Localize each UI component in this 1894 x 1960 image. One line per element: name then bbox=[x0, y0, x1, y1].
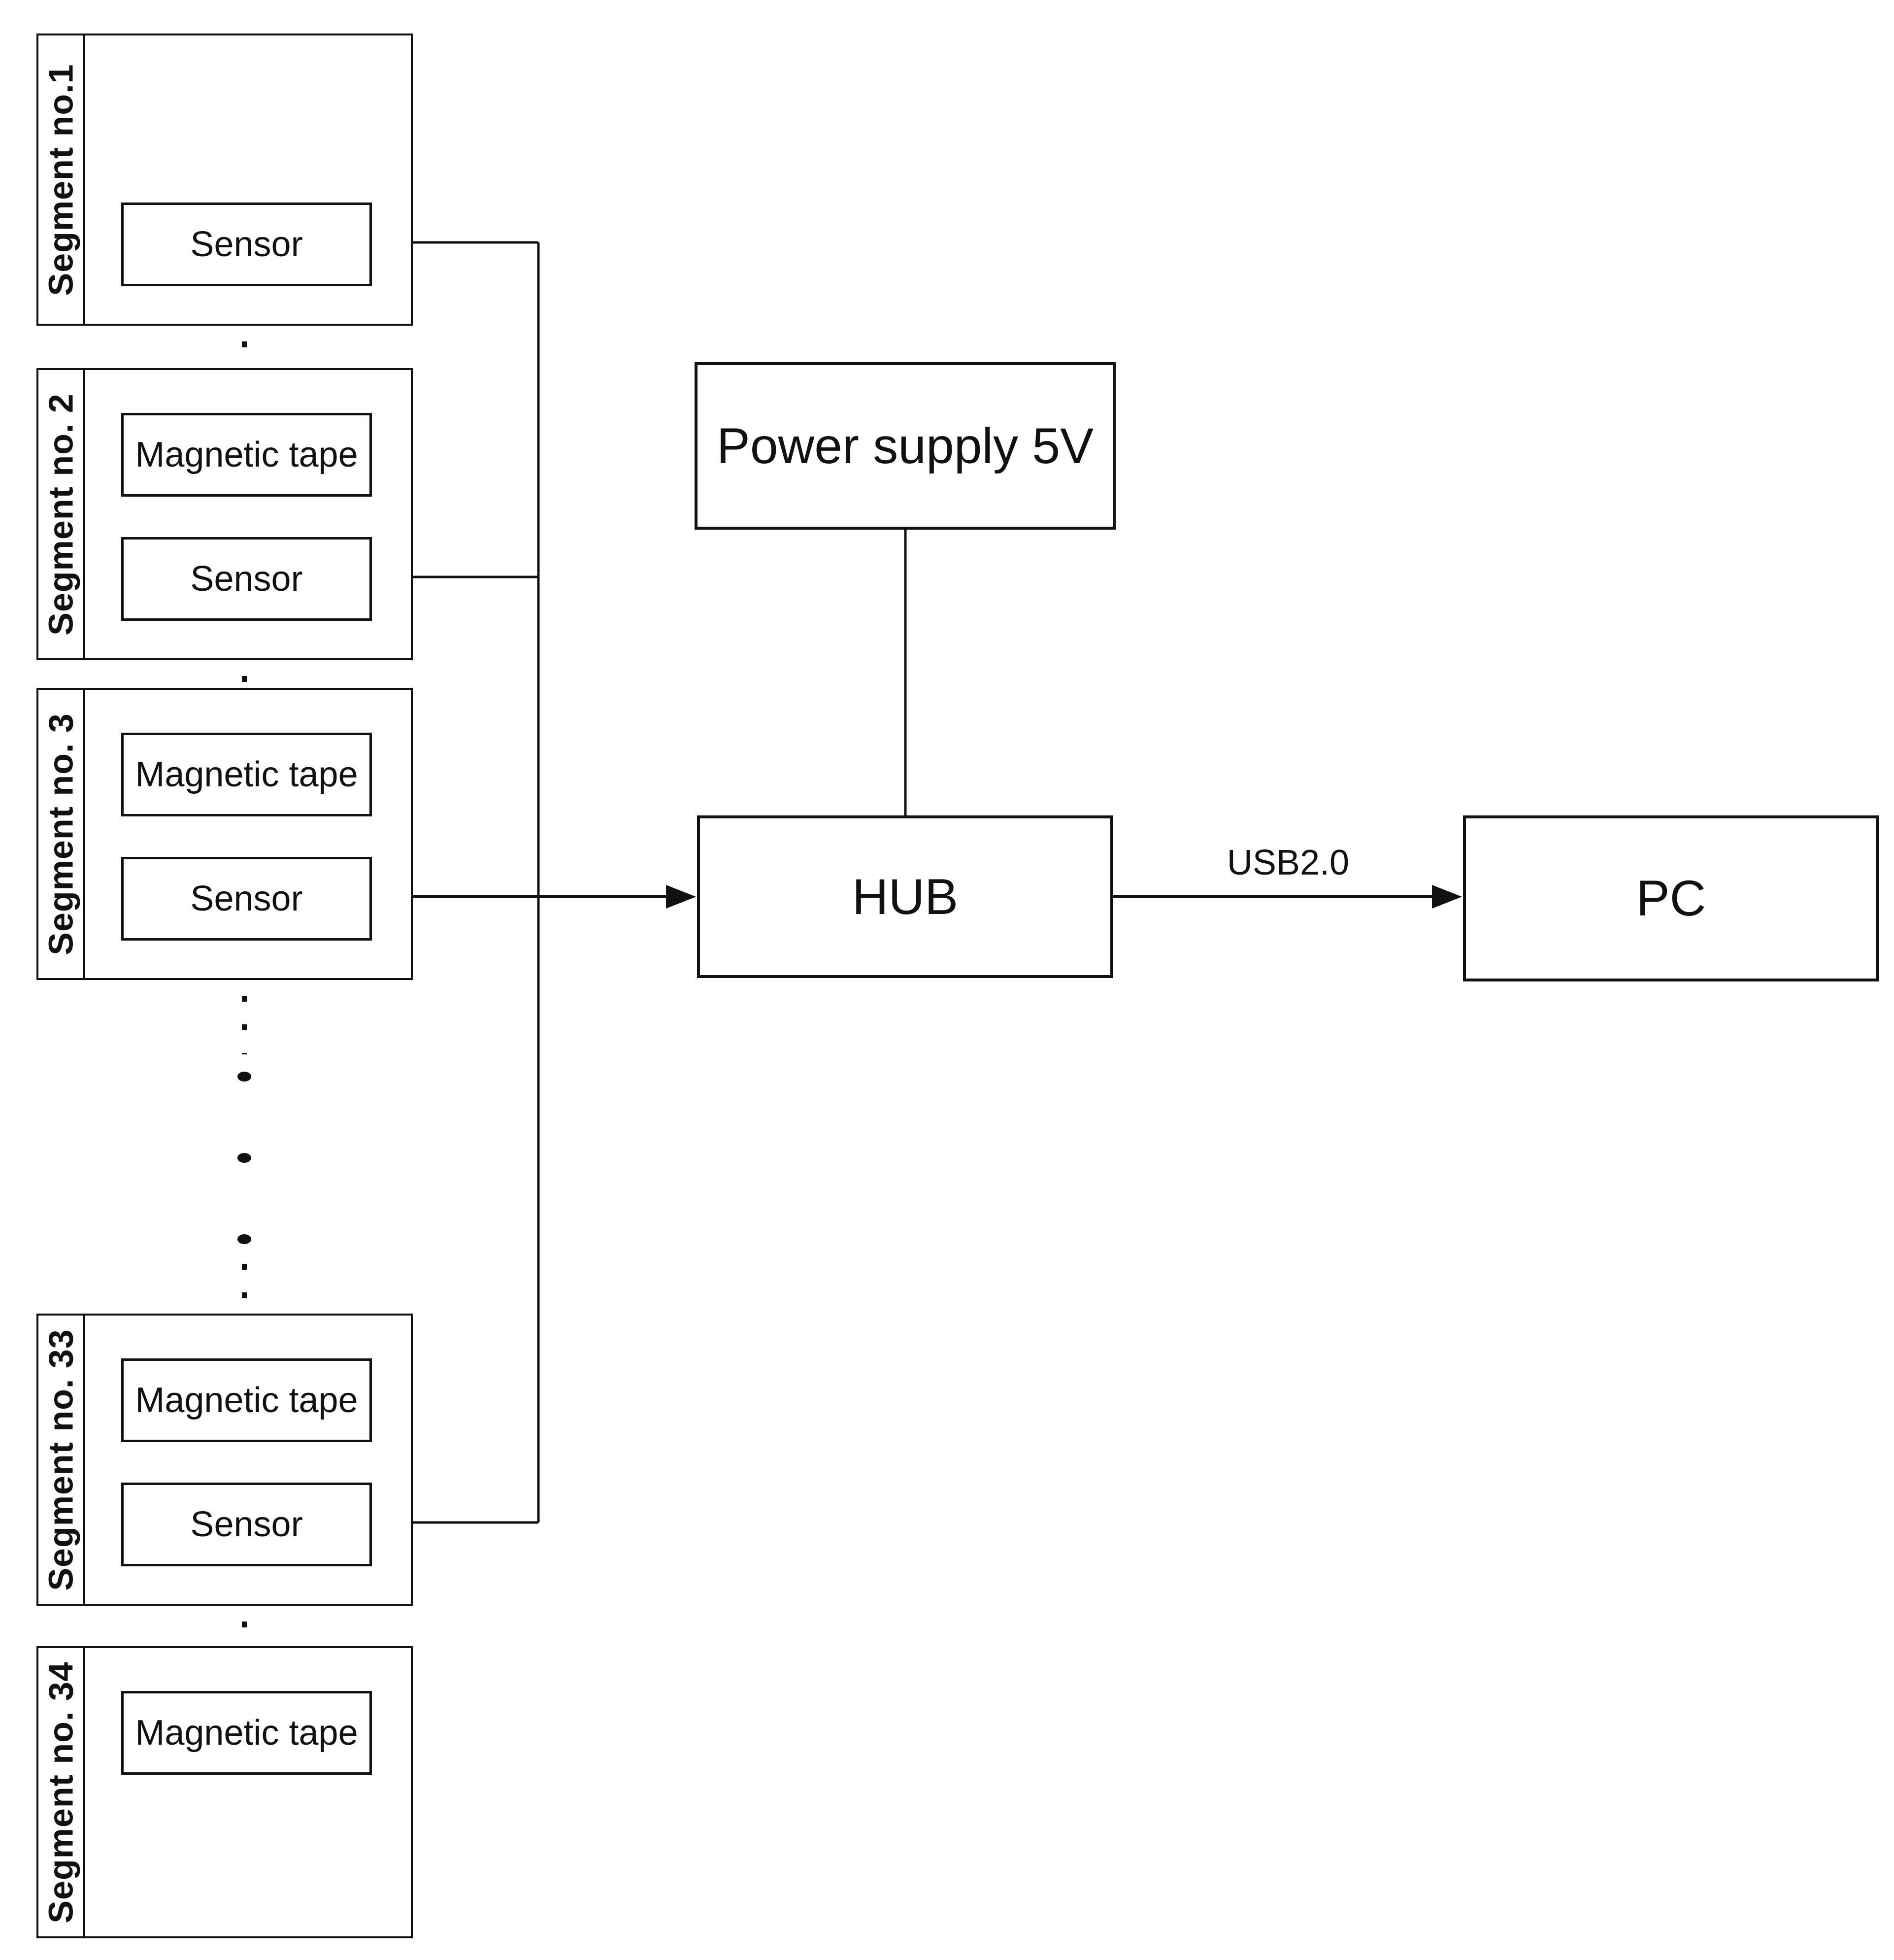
continuation-dot-3 bbox=[237, 1234, 251, 1244]
segment-1-box: Segment no.1 Sensor bbox=[36, 34, 413, 326]
segment-3-sensor-box: Sensor bbox=[121, 857, 372, 941]
segment-1-sensor-label: Sensor bbox=[190, 225, 303, 264]
usb-connection-label: USB2.0 bbox=[1227, 843, 1350, 882]
segment-2-magnetic-tape-box: Magnetic tape bbox=[121, 413, 372, 497]
continuation-dot-2 bbox=[237, 1153, 251, 1163]
pc-box: PC bbox=[1463, 815, 1879, 981]
segment-2-box: Segment no. 2 Magnetic tape Sensor bbox=[36, 368, 413, 660]
segment-33-label-strip: Segment no. 33 bbox=[38, 1316, 85, 1604]
segment-2-label-strip: Segment no. 2 bbox=[38, 370, 85, 658]
segment-34-label-strip: Segment no. 34 bbox=[38, 1648, 85, 1936]
segment-33-sensor-label: Sensor bbox=[190, 1505, 303, 1544]
segment-1-label: Segment no.1 bbox=[41, 64, 80, 296]
hub-arrowhead-icon bbox=[666, 885, 696, 909]
hub-box: HUB bbox=[697, 815, 1113, 978]
segment-2-sensor-box: Sensor bbox=[121, 537, 372, 621]
hub-label: HUB bbox=[852, 868, 959, 925]
power-supply-box: Power supply 5V bbox=[695, 362, 1116, 530]
segment-1-label-strip: Segment no.1 bbox=[38, 35, 85, 324]
segment-3-sensor-label: Sensor bbox=[190, 879, 303, 918]
segment-3-box: Segment no. 3 Magnetic tape Sensor bbox=[36, 688, 413, 980]
power-supply-label: Power supply 5V bbox=[716, 417, 1094, 474]
segment-3-magnetic-tape-box: Magnetic tape bbox=[121, 733, 372, 816]
pc-label: PC bbox=[1636, 870, 1706, 926]
segment-33-box: Segment no. 33 Magnetic tape Sensor bbox=[36, 1314, 413, 1606]
segment-2-sensor-label: Sensor bbox=[190, 559, 303, 599]
segment-2-label: Segment no. 2 bbox=[41, 393, 80, 636]
segment-34-magnetic-tape-box: Magnetic tape bbox=[121, 1691, 372, 1775]
pc-arrowhead-icon bbox=[1432, 885, 1462, 909]
segment-1-sensor-box: Sensor bbox=[121, 203, 372, 286]
segment-33-magnetic-tape-box: Magnetic tape bbox=[121, 1358, 372, 1442]
segment-34-magnetic-tape-label: Magnetic tape bbox=[135, 1713, 358, 1753]
segment-3-label: Segment no. 3 bbox=[41, 712, 80, 955]
segment-3-magnetic-tape-label: Magnetic tape bbox=[135, 755, 358, 794]
segment-34-label: Segment no. 34 bbox=[41, 1661, 80, 1924]
segment-2-magnetic-tape-label: Magnetic tape bbox=[135, 435, 358, 474]
segment-33-sensor-box: Sensor bbox=[121, 1483, 372, 1566]
segment-3-label-strip: Segment no. 3 bbox=[38, 690, 85, 978]
continuation-dot-1 bbox=[237, 1072, 251, 1081]
segment-33-label: Segment no. 33 bbox=[41, 1328, 80, 1591]
segment-33-magnetic-tape-label: Magnetic tape bbox=[135, 1381, 358, 1420]
segment-34-box: Segment no. 34 Magnetic tape bbox=[36, 1646, 413, 1938]
